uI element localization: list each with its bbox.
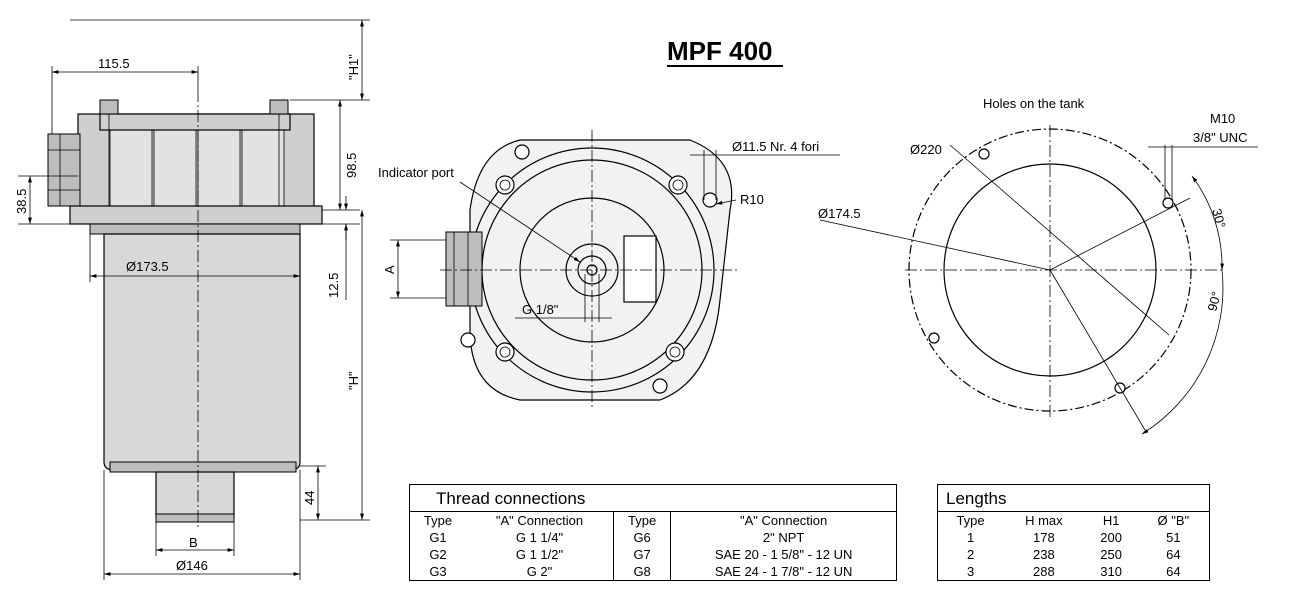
dim-holes: Ø11.5 Nr. 4 fori bbox=[732, 139, 819, 154]
cell: G6 bbox=[612, 529, 671, 546]
lengths-header: Type bbox=[956, 513, 985, 528]
thread-table-title: Thread connections bbox=[409, 484, 897, 512]
cell: 178 bbox=[1033, 530, 1055, 545]
cell: G2 bbox=[429, 547, 447, 562]
lengths-table: Lengths Type H max H1 Ø "B" 1 178 200 51… bbox=[937, 484, 1210, 581]
dim-r10: R10 bbox=[740, 192, 764, 207]
cell: 238 bbox=[1033, 547, 1055, 562]
dim-m10: M10 bbox=[1210, 111, 1235, 126]
table-row: 2 238 250 64 bbox=[938, 546, 1210, 563]
table-row: 1 178 200 51 bbox=[938, 529, 1210, 546]
cell: 1 bbox=[966, 530, 975, 545]
dim-38-5: 38.5 bbox=[14, 189, 29, 214]
cell: SAE 24 - 1 7/8" - 12 UN bbox=[670, 563, 897, 581]
cell: 288 bbox=[1033, 564, 1055, 579]
dim-173-5: Ø173.5 bbox=[126, 259, 169, 274]
indicator-port-label: Indicator port bbox=[378, 165, 454, 180]
drawing-title: MPF 400 bbox=[667, 36, 773, 66]
dim-98-5: 98.5 bbox=[344, 153, 359, 178]
thread-header: "A" Connection bbox=[670, 511, 897, 529]
cell: G 1 1/2" bbox=[515, 547, 564, 562]
dim-90-deg: 90° bbox=[1204, 290, 1224, 313]
lengths-header: Ø "B" bbox=[1157, 513, 1190, 528]
lengths-header: H1 bbox=[1102, 513, 1120, 528]
dim-a: A bbox=[382, 265, 397, 274]
cell: 64 bbox=[1166, 564, 1181, 579]
dim-115-5: 115.5 bbox=[98, 56, 130, 71]
dim-30-deg: 30° bbox=[1209, 207, 1229, 230]
dim-h: "H" bbox=[346, 371, 361, 390]
thread-connections-table: Thread connections Type "A" Connection T… bbox=[409, 484, 897, 581]
cell: G1 bbox=[429, 530, 447, 545]
cell: 64 bbox=[1166, 547, 1181, 562]
cell: G 2" bbox=[526, 564, 553, 579]
dim-12-5: 12.5 bbox=[326, 273, 341, 298]
thread-header: Type bbox=[423, 513, 453, 528]
table-row: 3 288 310 64 bbox=[938, 563, 1210, 581]
dim-b: B bbox=[189, 535, 198, 550]
side-view: 115.5 "H1" 98.5 38.5 Ø173.5 12.5 "H" 44 … bbox=[14, 19, 370, 580]
cell: G7 bbox=[612, 546, 671, 563]
dim-44: 44 bbox=[302, 491, 317, 505]
cell: SAE 20 - 1 5/8" - 12 UN bbox=[670, 546, 897, 563]
lengths-table-title: Lengths bbox=[937, 484, 1210, 512]
cell: 3 bbox=[966, 564, 975, 579]
table-row: G1 G 1 1/4" G6 2" NPT bbox=[410, 529, 897, 546]
table-row: G3 G 2" G8 SAE 24 - 1 7/8" - 12 UN bbox=[410, 563, 897, 581]
cell: G 1 1/4" bbox=[515, 530, 564, 545]
cell: 200 bbox=[1100, 530, 1122, 545]
dim-174-5: Ø174.5 bbox=[818, 206, 861, 221]
cell: 250 bbox=[1100, 547, 1122, 562]
dim-146: Ø146 bbox=[176, 558, 208, 573]
table-row: G2 G 1 1/2" G7 SAE 20 - 1 5/8" - 12 UN bbox=[410, 546, 897, 563]
dim-220: Ø220 bbox=[910, 142, 942, 157]
cell: G3 bbox=[429, 564, 447, 579]
dim-unc: 3/8" UNC bbox=[1193, 130, 1247, 145]
cell: 51 bbox=[1166, 530, 1181, 545]
tank-view: Holes on the tank Ø220 Ø174.5 M10 3/8" U… bbox=[818, 96, 1258, 435]
dim-g18: G 1/8" bbox=[522, 302, 559, 317]
thread-header: "A" Connection bbox=[495, 513, 584, 528]
lengths-header: H max bbox=[1025, 513, 1063, 528]
cell: 310 bbox=[1100, 564, 1122, 579]
thread-header: Type bbox=[612, 511, 671, 529]
cell: 2" NPT bbox=[670, 529, 897, 546]
tank-heading: Holes on the tank bbox=[983, 96, 1085, 111]
front-view: Ø11.5 Nr. 4 fori R10 A Indicator port G … bbox=[378, 130, 840, 410]
dim-h1: "H1" bbox=[346, 54, 361, 80]
cell: G8 bbox=[612, 563, 671, 581]
cell: 2 bbox=[966, 547, 975, 562]
